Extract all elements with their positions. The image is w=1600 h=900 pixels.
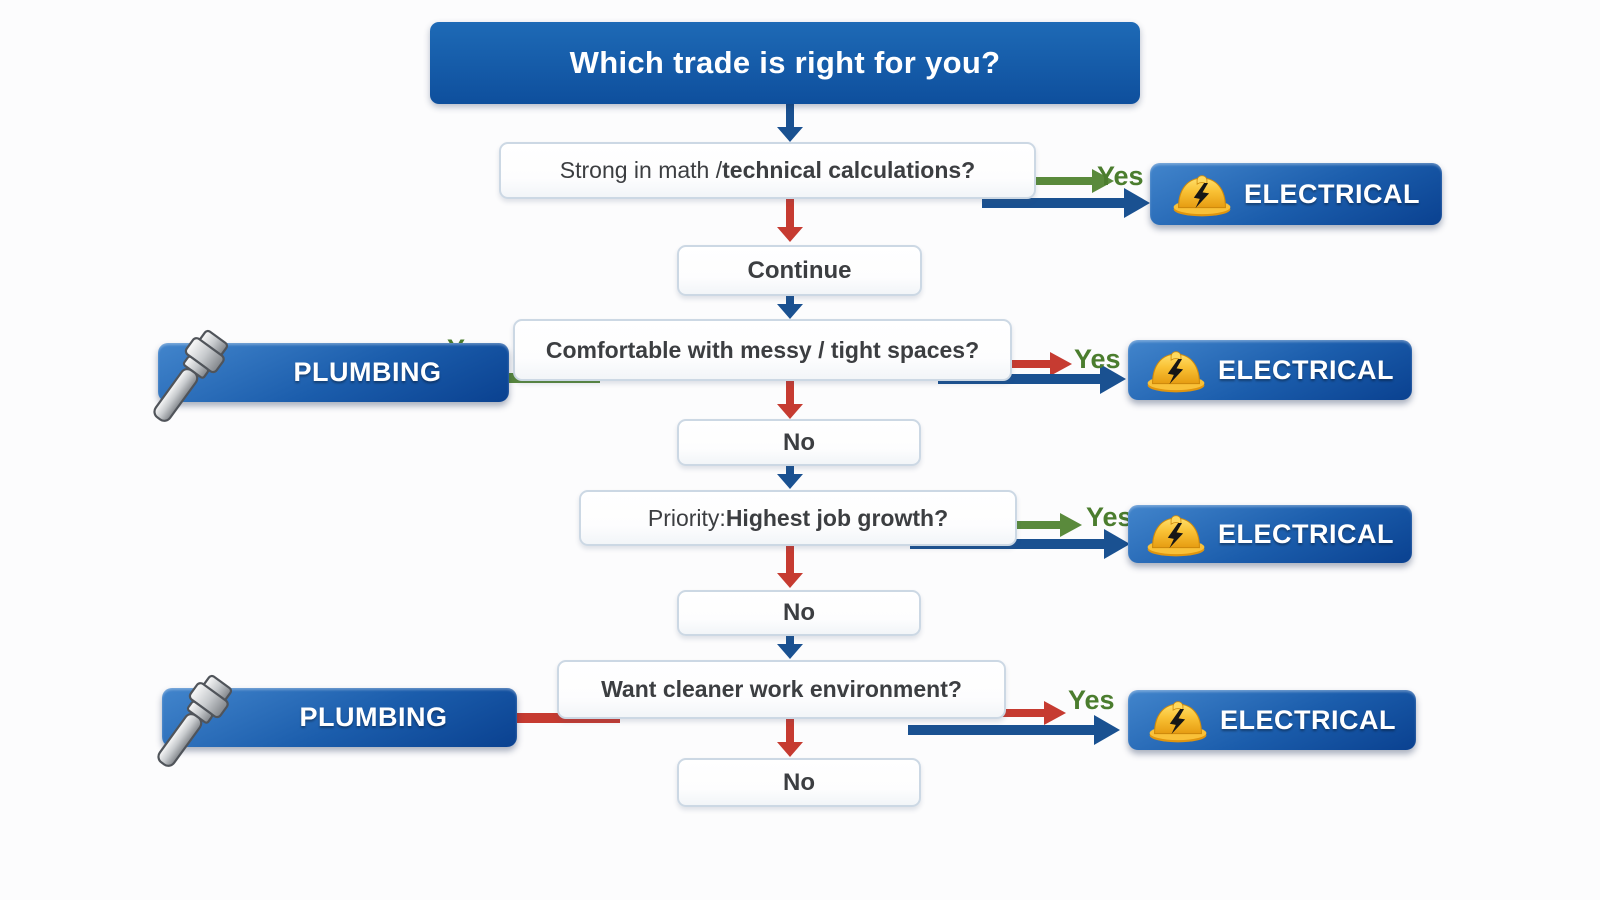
node-no-2: No [677, 590, 921, 636]
node-q1: Strong in math / technical calculations? [499, 142, 1036, 199]
arrow-q4-yes-red [1002, 700, 1066, 726]
continue-label: Continue [747, 256, 852, 284]
arrow-q3-yes-green [1016, 512, 1082, 538]
badge-electrical-1: ELECTRICAL [1150, 163, 1442, 225]
arrow-q1-yes-green [1036, 168, 1114, 194]
node-no-3: No [677, 758, 921, 807]
arrow-q2-yes-red [1010, 351, 1072, 377]
title-banner: Which trade is right for you? [430, 22, 1140, 104]
arrow-no2-to-q4 [777, 633, 803, 659]
yes-label-q1: Yes [1097, 161, 1144, 191]
q3-text-prefix: Priority: [647, 504, 726, 531]
yes-label-q2-right: Yes [1074, 344, 1121, 374]
badge-label: PLUMBING [299, 702, 448, 732]
yes-label-q3: Yes [1086, 502, 1133, 532]
q2-text-emphasis: Comfortable with messy / tight spaces? [545, 336, 980, 363]
arrow-q1-to-continue [777, 198, 803, 242]
node-no-1: No [677, 419, 921, 466]
badge-electrical-2: ELECTRICAL [1128, 340, 1412, 400]
node-continue: Continue [677, 245, 922, 296]
arrow-title-to-q1 [777, 104, 803, 142]
no-label: No [783, 428, 815, 456]
node-q2: Comfortable with messy / tight spaces? [513, 319, 1012, 381]
hard-hat-icon [1146, 347, 1206, 394]
arrow-q3-to-no2 [777, 544, 803, 588]
q1-text-emphasis: technical calculations? [722, 157, 976, 183]
page-title: Which trade is right for you? [569, 45, 1001, 80]
badge-electrical-3: ELECTRICAL [1128, 505, 1412, 563]
arrow-q4-to-no3 [777, 717, 803, 757]
badge-label: ELECTRICAL [1218, 354, 1394, 385]
badge-label: PLUMBING [293, 357, 442, 387]
arrow-continue-to-q2 [777, 293, 803, 319]
badge-label: ELECTRICAL [1220, 704, 1396, 735]
no-label: No [783, 768, 815, 796]
q1-text-prefix: Strong in math / [559, 157, 723, 183]
arrow-q1-to-electrical [982, 188, 1150, 218]
no-label: No [783, 599, 815, 626]
arrow-q2-to-no1 [777, 379, 803, 419]
hard-hat-icon [1146, 511, 1206, 558]
arrow-q2-to-electrical [938, 364, 1126, 394]
arrow-q4-to-electrical [908, 715, 1120, 745]
yes-label-q4-right: Yes [1068, 685, 1115, 715]
node-q4: Want cleaner work environment? [557, 660, 1006, 719]
badge-label: ELECTRICAL [1218, 518, 1394, 549]
q3-text-emphasis: Highest job growth? [725, 504, 949, 531]
node-q3: Priority: Highest job growth? [579, 490, 1017, 546]
badge-label: ELECTRICAL [1244, 178, 1420, 209]
badge-plumbing-1: PLUMBING [153, 329, 509, 422]
arrow-no1-to-q3 [777, 463, 803, 489]
badge-plumbing-2: PLUMBING [157, 674, 517, 767]
pipe-wrench-icon [146, 670, 234, 779]
hard-hat-icon [1148, 697, 1208, 744]
q4-text-emphasis: Want cleaner work environment? [601, 676, 962, 702]
pipe-wrench-icon [142, 325, 230, 434]
hard-hat-icon [1172, 171, 1232, 218]
badge-electrical-4: ELECTRICAL [1128, 690, 1416, 750]
